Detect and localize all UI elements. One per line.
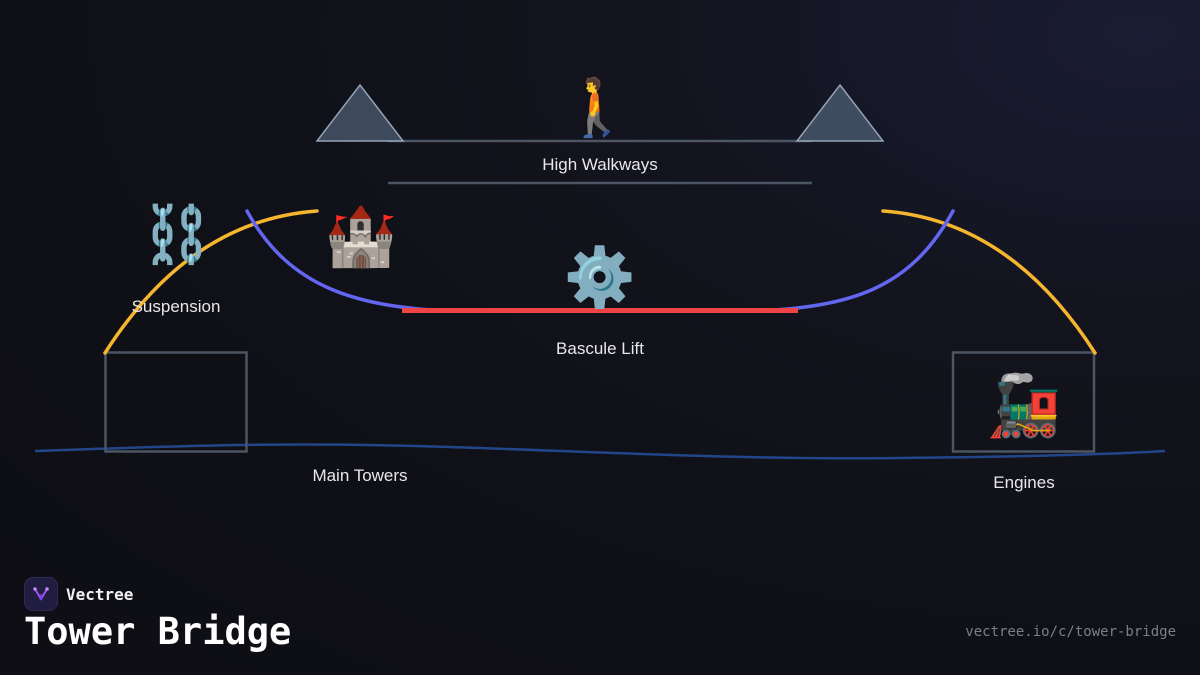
- label-bascule-lift: Bascule Lift: [556, 339, 644, 358]
- page-title: Tower Bridge: [24, 610, 292, 653]
- river-line: [34, 443, 1166, 460]
- left-tower-roof: [315, 83, 405, 142]
- label-high-walkways: High Walkways: [542, 155, 658, 174]
- chains-icon: ⛓️: [142, 203, 212, 268]
- right-tower-roof: [795, 83, 885, 142]
- brand-name: Vectree: [66, 584, 134, 604]
- gear-icon: ⚙️: [564, 243, 636, 311]
- castle-icon: 🏰: [325, 202, 397, 270]
- left-tower-box: [104, 351, 248, 453]
- brand[interactable]: Vectree: [24, 577, 133, 611]
- sparkle-fork-icon: [24, 577, 58, 611]
- label-suspension: Suspension: [132, 297, 221, 316]
- page-url[interactable]: vectree.io/c/tower-bridge: [965, 624, 1176, 640]
- walker-icon: 🚶: [562, 76, 632, 141]
- label-engines: Engines: [993, 473, 1054, 492]
- right-suspension-cable: [881, 209, 1097, 355]
- locomotive-icon: 🚂: [987, 371, 1062, 441]
- label-main-towers: Main Towers: [312, 466, 407, 485]
- left-suspension-cable: [103, 209, 319, 355]
- right-tower-box: [951, 351, 1096, 453]
